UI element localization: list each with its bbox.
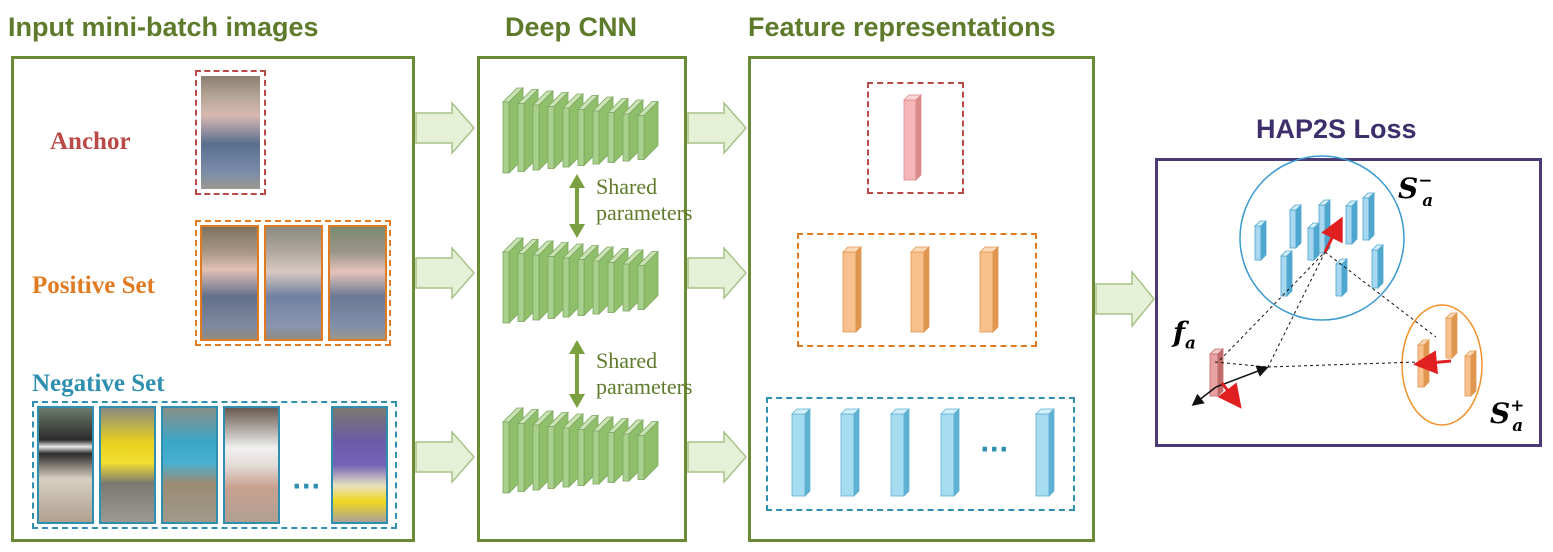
positive-feature-box — [797, 233, 1037, 347]
cnn-layer-front — [577, 109, 585, 166]
negative-feature-bar — [791, 408, 811, 497]
fa-label: fa — [1173, 316, 1196, 353]
negative-set-symbol: S−a — [1398, 170, 1434, 210]
positive-feature-bar — [910, 246, 930, 333]
negative-point — [1307, 222, 1320, 261]
cnn-layer-front — [622, 433, 630, 482]
negative-set-ellipse — [1239, 155, 1405, 321]
negative-image — [223, 406, 280, 524]
anchor-feature-box — [867, 82, 964, 194]
anchor-feature-bar — [903, 94, 922, 181]
cnn-layer-front — [607, 432, 615, 483]
flow-arrow — [1095, 269, 1155, 329]
negative-point — [1254, 220, 1267, 261]
positive-point — [1464, 350, 1477, 397]
negative-point — [1362, 192, 1375, 241]
red-arrows — [1217, 216, 1452, 409]
cnn-stacks — [502, 87, 659, 494]
cnn-layer-front — [577, 259, 585, 316]
positive-image — [264, 225, 323, 341]
cnn-layer-front — [517, 423, 525, 492]
cnn-layer-front — [562, 427, 570, 488]
cnn-layer-front — [592, 260, 600, 315]
features-title: Feature representations — [748, 12, 1056, 42]
cnn-layer-front — [547, 426, 555, 489]
negative-image — [161, 406, 218, 524]
loss-bars — [1209, 192, 1477, 397]
negative-feature-bar — [940, 408, 960, 497]
shared-parameters-label: Shared parameters — [596, 348, 693, 399]
cnn-layer-front — [532, 104, 540, 171]
shared-parameters-label: Shared parameters — [596, 174, 693, 225]
negative-image — [99, 406, 156, 524]
cnn-layer-front — [637, 435, 645, 480]
cnn-title: Deep CNN — [505, 12, 638, 42]
cnn-layer-front — [502, 251, 510, 324]
cnn-layer-front — [607, 112, 615, 163]
cnn-layer-front — [547, 106, 555, 169]
cnn-layer-front — [607, 262, 615, 313]
negative-feature-bar — [840, 408, 860, 497]
shared-arrow — [569, 174, 585, 238]
negative-image — [331, 406, 388, 524]
cnn-layer-stack — [502, 407, 659, 494]
cnn-layer-front — [637, 115, 645, 160]
negative-image — [37, 406, 94, 524]
cnn-layer-front — [502, 101, 510, 174]
positive-point — [1445, 312, 1458, 359]
cnn-layer-front — [622, 263, 630, 312]
cnn-layer-front — [622, 113, 630, 162]
anchor-image — [201, 76, 260, 189]
positive-label: Positive Set — [32, 272, 155, 299]
feature-bars — [791, 94, 1055, 497]
cnn-layer-front — [532, 424, 540, 491]
negative-image-box — [32, 401, 397, 529]
negative-point — [1289, 204, 1302, 249]
positive-image — [328, 225, 387, 341]
anchor-point — [1209, 348, 1224, 397]
positive-image — [200, 225, 259, 341]
cnn-layer-front — [562, 257, 570, 318]
negative-feature-box — [766, 397, 1075, 511]
positive-image-box — [195, 220, 391, 346]
cnn-layer-front — [592, 430, 600, 485]
flow-arrow — [415, 101, 475, 484]
feature-ellipsis: ··· — [980, 435, 1009, 464]
anchor-image-box — [195, 70, 266, 195]
cnn-layer-front — [562, 107, 570, 168]
positive-feature-bar — [842, 246, 862, 333]
cnn-layer-stack — [502, 237, 659, 324]
input-title: Input mini-batch images — [8, 12, 319, 42]
loss-title: HAP2S Loss — [1256, 114, 1417, 144]
negative-feature-bar — [1035, 408, 1055, 497]
cnn-layer-front — [577, 429, 585, 486]
gradient-arrows — [1191, 365, 1269, 406]
positive-feature-bar — [979, 246, 999, 333]
negative-label: Negative Set — [32, 370, 165, 397]
flow-arrow — [687, 101, 747, 484]
cnn-layer-front — [532, 254, 540, 321]
positive-set-ellipse — [1401, 304, 1483, 426]
cnn-layer-front — [637, 265, 645, 310]
negative-feature-bar — [890, 408, 910, 497]
negative-point — [1345, 200, 1358, 245]
positive-set-symbol: S+a — [1490, 395, 1525, 435]
cnn-layer-front — [592, 110, 600, 165]
negative-ellipsis: ··· — [292, 472, 321, 501]
cnn-layer-front — [517, 103, 525, 172]
shared-arrow — [569, 340, 585, 408]
cnn-layer-stack — [502, 87, 659, 174]
anchor-label: Anchor — [50, 128, 131, 155]
cnn-layer-front — [502, 421, 510, 494]
negative-point — [1371, 244, 1384, 289]
cnn-layer-front — [517, 253, 525, 322]
cnn-layer-front — [547, 256, 555, 319]
negative-point — [1280, 250, 1293, 297]
